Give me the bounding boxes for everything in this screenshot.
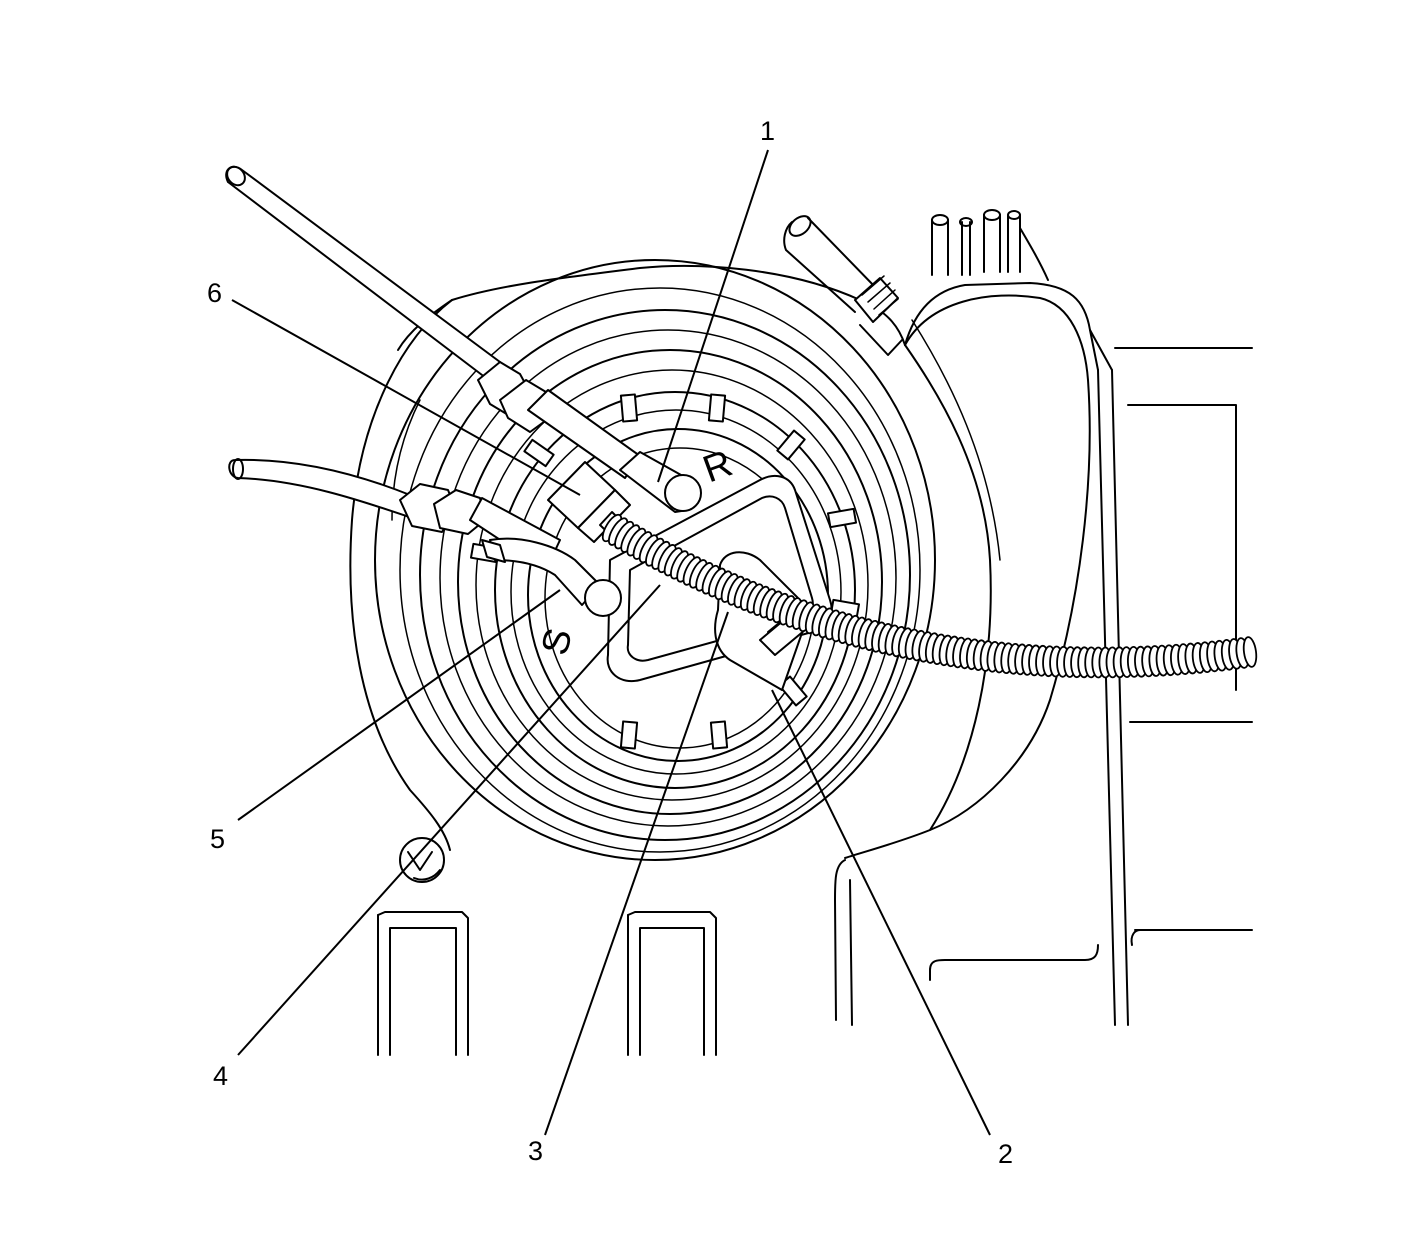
supply-fuel-line (228, 458, 622, 617)
fuel-tank-outline (349, 209, 1253, 1056)
wiring-harness (601, 513, 1258, 679)
lock-ring (374, 259, 936, 861)
return-port-label: R (698, 442, 738, 491)
callout-labels: 1 2 3 4 5 6 (207, 116, 1013, 1169)
callout-6: 6 (207, 278, 222, 308)
return-fuel-line (225, 165, 702, 513)
supply-port-label: S (534, 624, 581, 659)
harness-corrugation (1242, 636, 1258, 668)
callout-5: 5 (210, 824, 225, 854)
callout-3: 3 (528, 1136, 543, 1166)
leader-lines (231, 149, 991, 1136)
callout-2: 2 (998, 1139, 1013, 1169)
callout-4: 4 (213, 1061, 228, 1091)
callout-1: 1 (760, 116, 775, 146)
quick-connect-fitting (547, 461, 631, 543)
